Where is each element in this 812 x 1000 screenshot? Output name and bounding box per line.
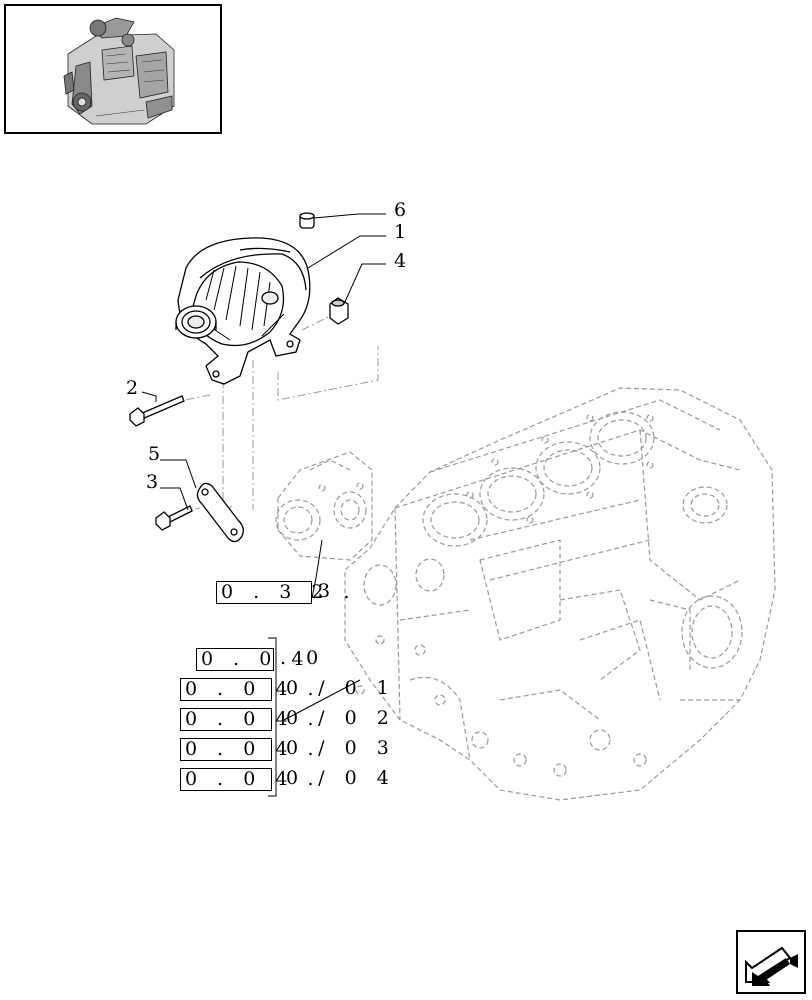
- ref-link-0323[interactable]: 0 . 3 2 .: [216, 581, 350, 604]
- next-page-button[interactable]: [736, 930, 806, 994]
- callout-label-4: 4: [394, 250, 407, 272]
- bolt-part-3: [155, 505, 193, 531]
- callout-label-1: 1: [394, 221, 407, 243]
- link-plate-part-5: [196, 482, 244, 543]
- ref-link-004-04[interactable]: 0 . 0 4 .: [180, 768, 314, 791]
- callout-label-6: 6: [394, 199, 407, 221]
- ref-link-004-0[interactable]: 0 . 0 4: [196, 648, 303, 671]
- engine-block-outline: [344, 387, 776, 801]
- ref-tail-004-01: 0 / 0 1: [286, 677, 396, 699]
- ref-leaders: [268, 539, 361, 797]
- ref-link-004-01[interactable]: 0 . 0 4 .: [180, 678, 314, 701]
- ref-tail-0323: 3: [318, 580, 338, 602]
- next-page-arrow-icon: [745, 946, 798, 986]
- pump-housing-outline: [275, 451, 373, 561]
- ref-tail-004-04: 0 / 0 4: [286, 767, 396, 789]
- callout-label-5: 5: [148, 443, 161, 465]
- bolt-part-2: [129, 395, 185, 427]
- ref-tail-004-0: . 0: [280, 647, 326, 669]
- engine-thumbnail-icon: [63, 17, 175, 125]
- ref-tail-004-03: 0 / 0 3: [286, 737, 396, 759]
- plug-part-6: [299, 212, 315, 229]
- ref-tail-004-02: 0 / 0 2: [286, 707, 396, 729]
- engine-thumbnail: [4, 4, 222, 134]
- callout-leaders: [141, 213, 386, 511]
- ref-link-004-02[interactable]: 0 . 0 4 .: [180, 708, 314, 731]
- callout-label-3: 3: [146, 471, 159, 493]
- callout-label-2: 2: [126, 377, 139, 399]
- alternator-part: [175, 237, 311, 385]
- ref-link-004-03[interactable]: 0 . 0 4 .: [180, 738, 314, 761]
